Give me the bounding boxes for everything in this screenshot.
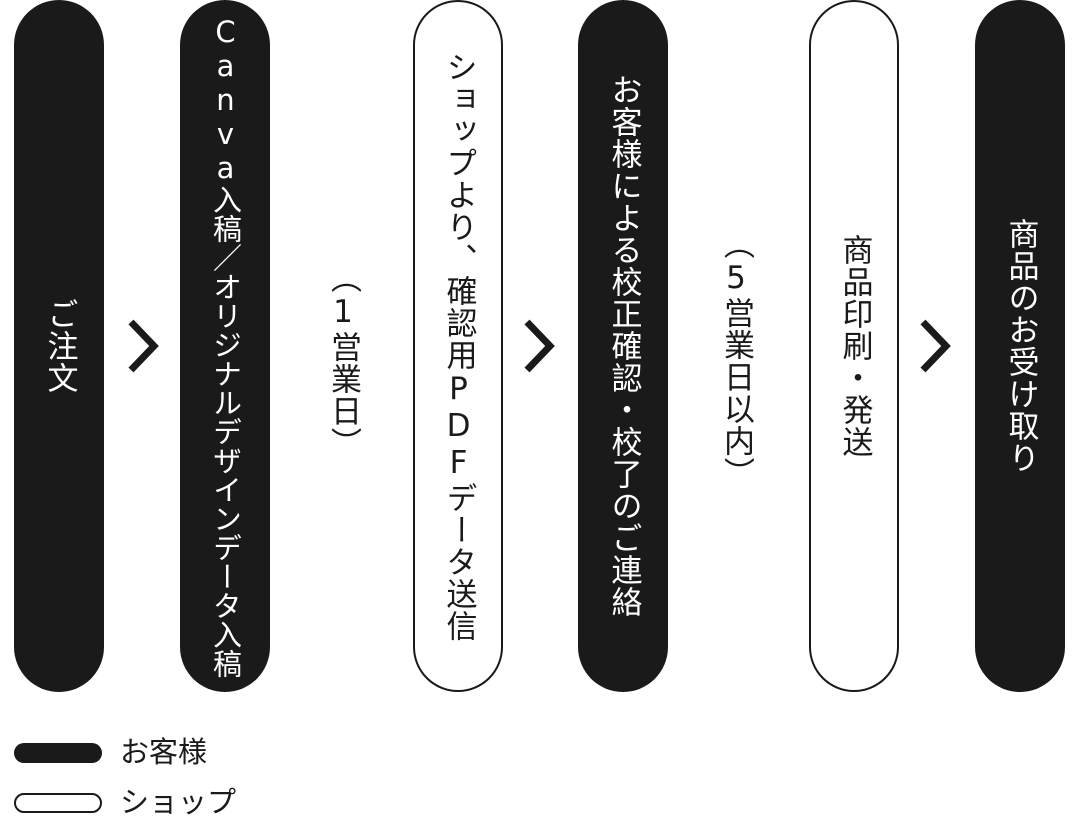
legend-swatch-customer bbox=[14, 742, 102, 763]
step-proof-pdf-label: ショップより、確認用PDFデータ送信 bbox=[440, 50, 477, 642]
step-print-ship-label: 商品印刷・発送 bbox=[836, 234, 873, 458]
chevron-right-icon bbox=[920, 319, 951, 373]
chevron-right-icon bbox=[524, 319, 555, 373]
step-proof-pdf: ショップより、確認用PDFデータ送信 bbox=[413, 0, 503, 692]
step-receive-label: 商品のお受け取り bbox=[1002, 218, 1039, 474]
chevron-right-icon bbox=[128, 319, 159, 373]
step-data-submission-label: Canva入稿／オリジナルデザインデータ入稿 bbox=[208, 14, 243, 678]
legend-label-customer: お客様 bbox=[120, 735, 208, 769]
step-print-ship: 商品印刷・発送 bbox=[809, 0, 899, 692]
step-proof-approval: お客様による校正確認・校了のご連絡 bbox=[578, 0, 668, 692]
step-order: ご注文 bbox=[14, 0, 104, 692]
legend-swatch-shop bbox=[14, 792, 102, 813]
step-data-submission: Canva入稿／オリジナルデザインデータ入稿 bbox=[180, 0, 270, 692]
duration-note-2: （5営業日以内） bbox=[718, 228, 754, 489]
step-order-label: ご注文 bbox=[41, 298, 78, 394]
legend-item-shop: ショップ bbox=[14, 788, 236, 817]
legend-item-customer: お客様 bbox=[14, 738, 207, 767]
step-receive: 商品のお受け取り bbox=[975, 0, 1065, 692]
legend-label-shop: ショップ bbox=[120, 785, 237, 819]
duration-note-1: （1営業日） bbox=[325, 262, 361, 459]
step-proof-approval-label: お客様による校正確認・校了のご連絡 bbox=[605, 74, 642, 618]
